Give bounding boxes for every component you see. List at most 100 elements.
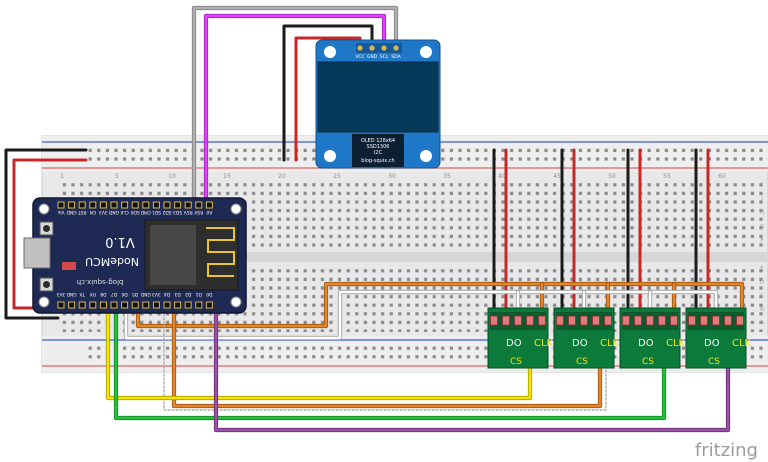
pin-label-d2-12: D2	[185, 291, 191, 297]
nodemcu-url: blog-squix.ch	[77, 278, 124, 286]
pin-cmd-8	[142, 201, 150, 209]
pin-d7-5	[110, 301, 118, 309]
pin-label-d7-5: D7	[111, 291, 117, 297]
pin-sd1-9	[152, 201, 160, 209]
pin-label-3v3-0: 3V3	[56, 291, 65, 297]
pin-label-rsv-12: RSV	[184, 209, 193, 215]
max6675-pin-3-5	[670, 315, 678, 326]
oled-pin-label-gnd: GND	[367, 54, 378, 60]
pin-3v3-0	[57, 301, 65, 309]
oled-pin-label-vcc: VCC	[355, 54, 364, 60]
max6675-cs-label-2: CS	[576, 357, 588, 367]
oled-pin-gnd	[369, 45, 375, 51]
max6675-pin-2-1	[556, 315, 564, 326]
pin-label-rsv-13: RSV	[194, 209, 203, 215]
max6675-pin-4-3	[712, 315, 720, 326]
pin-label-gnd-5: GND	[108, 209, 119, 215]
max6675-pin-3-4	[658, 315, 666, 326]
pin-d3-11	[174, 301, 182, 309]
oled-pin-vcc	[357, 45, 363, 51]
row-letter-f: F	[760, 238, 763, 244]
max6675-pin-1-2	[502, 315, 510, 326]
max6675-clk-label-3: CLK	[666, 338, 686, 349]
column-number-50: 50	[608, 173, 616, 180]
pin-label-gnd-8: GND	[140, 291, 151, 297]
pin-d1-13	[195, 301, 203, 309]
column-number-10: 10	[168, 173, 176, 180]
column-number-60: 60	[718, 173, 726, 180]
max6675-cs-label-4: CS	[708, 357, 720, 367]
max6675-pin-2-4	[592, 315, 600, 326]
pin-label-sd0-7: SD0	[131, 209, 140, 215]
max6675-pin-1-1	[490, 315, 498, 326]
max6675-do-label-3: DO	[638, 338, 654, 349]
row-letter-i: I	[761, 196, 763, 202]
max6675-cs-label-3: CS	[642, 357, 654, 367]
pin-label-tx-2: TX	[79, 291, 86, 297]
antenna-icon	[206, 227, 235, 277]
max6675-clk-label-4: CLK	[732, 338, 752, 349]
pin-label-d8-4: D8	[100, 291, 106, 297]
max6675-pin-2-5	[604, 315, 612, 326]
oled-line-3: I2C	[374, 150, 383, 156]
wire-gray	[192, 6, 398, 300]
pin-gnd-8	[142, 301, 150, 309]
pin-label-sd3-11: SD3	[173, 209, 182, 215]
row-letter-c: C	[760, 293, 764, 299]
pin-label-d1-13: D1	[196, 291, 202, 297]
max6675-pin-3-2	[634, 315, 642, 326]
max6675-do-label-1: DO	[506, 338, 522, 349]
max6675-pin-2-2	[568, 315, 576, 326]
nodemcu-version: V1.0	[105, 234, 135, 249]
nodemcu-name: NodeMCU	[85, 255, 139, 268]
pin-d6-6	[121, 301, 129, 309]
oled-pin-sda	[393, 45, 399, 51]
pin-rsv-13	[195, 201, 203, 209]
oled-pin-label-scl: SCL	[380, 54, 389, 60]
wire-magenta	[204, 14, 386, 300]
pin-d4-10	[163, 301, 171, 309]
pin-clk-6	[121, 201, 129, 209]
row-letter-d: D	[760, 280, 764, 286]
pin-gnd-1	[68, 301, 76, 309]
pin-label-gnd-1: GND	[66, 209, 77, 215]
pin-label-d3-11: D3	[174, 291, 180, 297]
max6675-pin-4-1	[688, 315, 696, 326]
max6675-do-label-4: DO	[704, 338, 720, 349]
column-number-35: 35	[443, 173, 451, 180]
pin-3v3-9	[152, 301, 160, 309]
pin-gnd-1	[68, 201, 76, 209]
oled-pin-scl	[381, 45, 387, 51]
pin-tx-2	[78, 301, 86, 309]
row-letter-j: J	[760, 182, 763, 188]
pin-label-3v3-4: 3V3	[99, 209, 108, 215]
wire-oled-gnd	[282, 24, 374, 162]
pin-sd3-11	[174, 201, 182, 209]
pin-label-a0-14: A0	[206, 209, 212, 215]
pin-label-gnd-1: GND	[66, 291, 77, 297]
row-letter-b: B	[760, 307, 764, 313]
pin-label-cmd-8: CMD	[140, 209, 151, 215]
oled-line-1: OLED 128x64	[361, 138, 395, 144]
column-number-20: 20	[278, 173, 286, 180]
pin-label-d5-7: D5	[132, 291, 138, 297]
column-number-30: 30	[388, 173, 396, 180]
max6675-pin-3-3	[646, 315, 654, 326]
row-letter-a: A	[760, 320, 764, 326]
pin-label-rst-2: RST	[78, 209, 87, 215]
pin-gnd-5	[110, 201, 118, 209]
pin-label-3v3-9: 3V3	[152, 291, 161, 297]
column-number-15: 15	[223, 173, 231, 180]
pin-label-sd2-10: SD2	[162, 209, 171, 215]
pin-label-clk-6: CLK	[120, 209, 129, 215]
pin-d8-4	[99, 301, 107, 309]
max6675-clk-label-1: CLK	[534, 338, 554, 349]
max6675-pin-3-1	[622, 315, 630, 326]
pin-rst-2	[78, 201, 86, 209]
pin-a0-14	[205, 201, 213, 209]
column-number-5: 5	[115, 173, 119, 180]
pin-rx-3	[89, 301, 97, 309]
